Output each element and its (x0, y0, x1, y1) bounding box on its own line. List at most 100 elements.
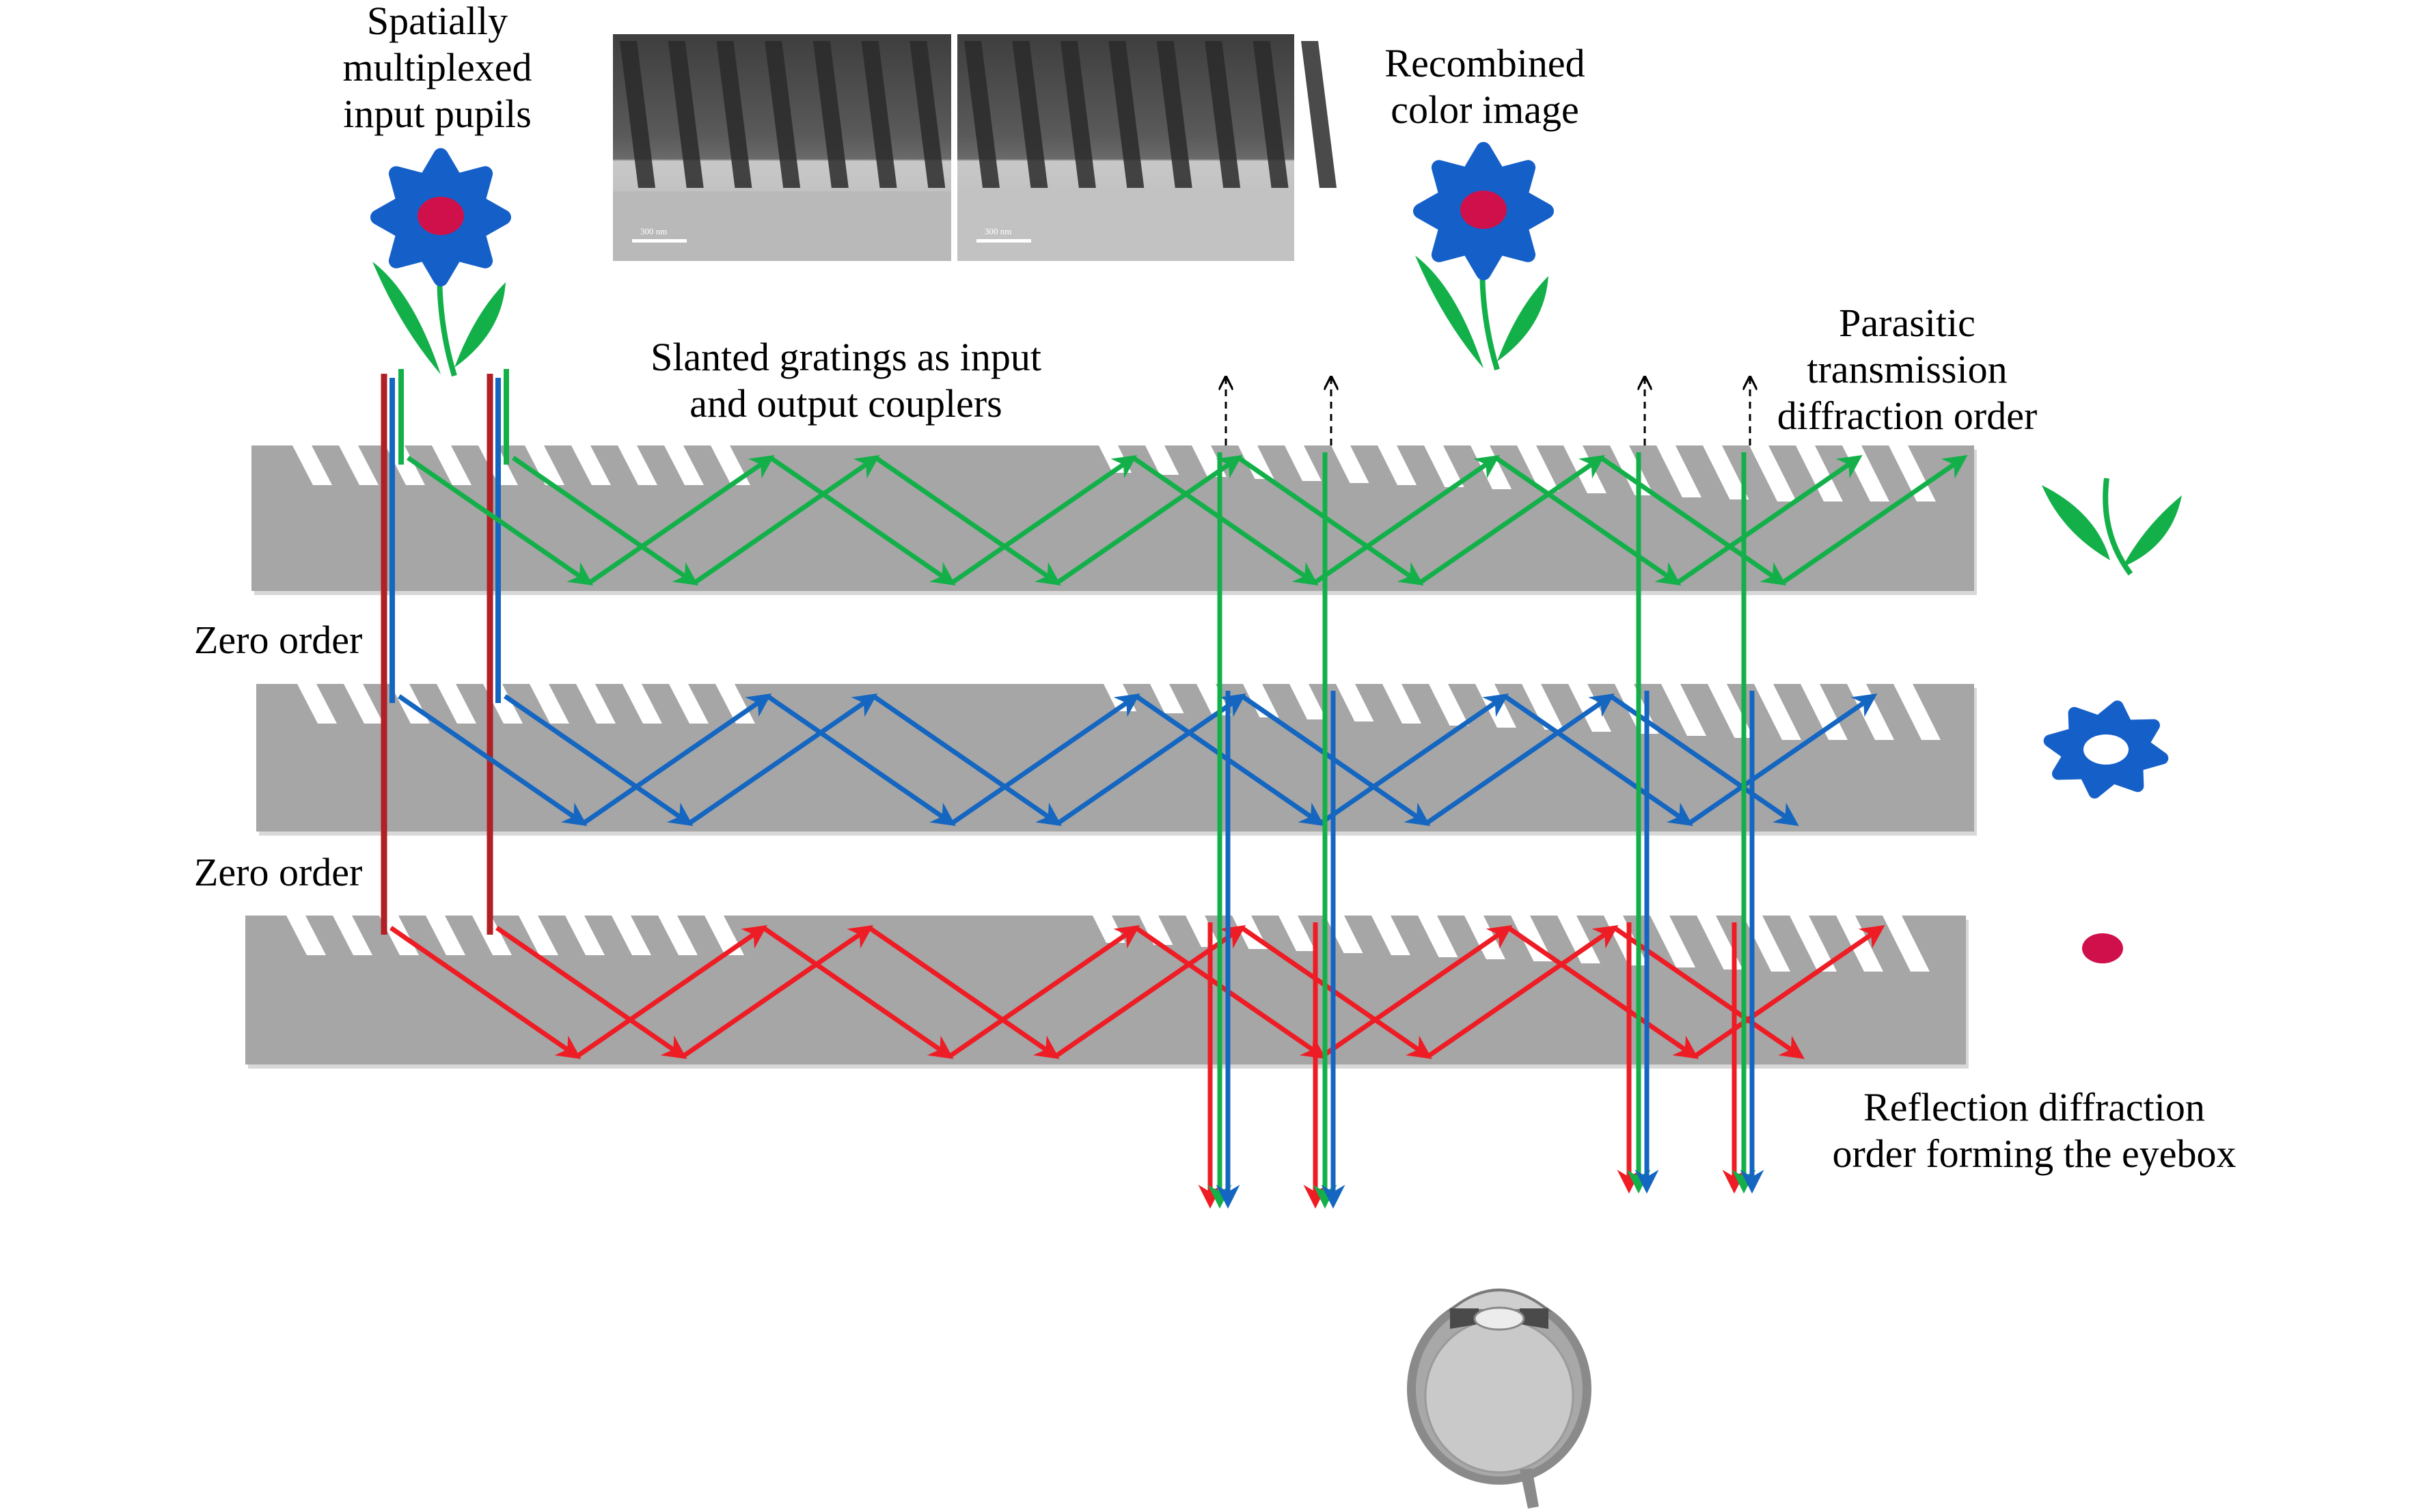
parasitic-label: Parasitic transmission diffraction order (1777, 301, 2038, 438)
grating-tooth (333, 916, 372, 955)
sem-grating-line (1012, 41, 1048, 188)
petals-hole (2083, 734, 2129, 765)
grating-tooth (1743, 916, 1790, 972)
guided-ray (1132, 456, 1319, 586)
grating-tooth (1429, 684, 1469, 726)
sem-scale-bar (976, 239, 1031, 243)
grating-tooth (565, 916, 605, 955)
sem-grating-line (1108, 41, 1145, 188)
parasitic-line-3: diffraction order (1777, 394, 2038, 438)
slanted-line-1: Slanted gratings as input (651, 335, 1041, 379)
parasitic-line-1: Parasitic (1839, 301, 1975, 345)
grating-tooth (1697, 916, 1743, 970)
sem-scale-label: 300 nm (640, 226, 667, 236)
guided-ray (874, 456, 1061, 586)
guided-ray (1319, 693, 1509, 825)
guided-ray (1507, 926, 1699, 1059)
grating-tooth (669, 684, 709, 724)
blue-waveguide (256, 684, 1977, 836)
guided-ray (1237, 456, 1424, 586)
guided-ray (872, 694, 1062, 826)
leaves-icon (2042, 478, 2182, 576)
sem-grating-line (716, 41, 752, 188)
guided-ray (1056, 455, 1243, 585)
grating-tooth (1150, 684, 1184, 713)
grating-tooth (519, 916, 558, 955)
guided-ray (398, 694, 588, 826)
guided-ray (1321, 925, 1513, 1058)
grating-tooth (1243, 684, 1279, 717)
stem (2103, 478, 2133, 576)
sem-image-right: 300 nm (957, 34, 1337, 261)
guided-ray (575, 925, 767, 1058)
sem-scale-bar (632, 239, 687, 243)
sem-grating-line (668, 41, 704, 188)
flower-center (1460, 191, 1507, 229)
guided-ray (868, 926, 1060, 1059)
flower-center (418, 197, 464, 235)
grating-tooth (525, 445, 564, 485)
grating-tooth (385, 445, 425, 485)
grating-tooth (1289, 684, 1326, 719)
guided-ray (687, 693, 878, 825)
guided-ray (766, 694, 956, 826)
reflection-line-1: Reflection diffraction (1863, 1085, 2205, 1129)
grating-tooth (576, 684, 616, 724)
grating-tooth (711, 445, 750, 485)
sem-image-left: 300 nm (613, 34, 994, 261)
grating-tooth (426, 916, 465, 955)
sem-grating-line (812, 41, 849, 188)
grating-tooth (1790, 916, 1837, 972)
grating-tooth (339, 445, 379, 485)
grating-tooth (1285, 445, 1322, 481)
sem-grating-line (861, 41, 897, 188)
leaf-left (2042, 485, 2110, 560)
guided-ray (762, 926, 954, 1059)
input-pupils-line-1: Spatially (367, 0, 508, 43)
guided-ray (1427, 925, 1619, 1058)
grating-tooth (1522, 684, 1564, 730)
input-pupils-line-3: input pupils (343, 92, 532, 136)
grating-tooth (612, 916, 651, 955)
sem-grating-line (909, 41, 946, 188)
leaf-right (2122, 495, 2182, 567)
guided-ray (588, 455, 775, 585)
red-dot-icon (2082, 933, 2123, 963)
guided-ray (950, 455, 1138, 585)
grating-tooth (1378, 445, 1417, 485)
sem-grating-line (1301, 41, 1337, 188)
grating-tooth (1517, 445, 1559, 491)
guided-ray (1425, 693, 1615, 825)
sem-images: 300 nm 300 nm (613, 34, 1337, 261)
grating-tooth (472, 916, 512, 955)
sem-grating-line (1060, 41, 1096, 188)
grating-tooth (1145, 445, 1179, 475)
grating-tooth (571, 445, 611, 485)
grating-tooth (1424, 445, 1464, 487)
guided-ray (1494, 456, 1682, 586)
light-rays (381, 369, 1968, 1209)
sem-substrate (613, 191, 951, 261)
guided-ray (1609, 694, 1799, 826)
eye-icon (1407, 1289, 1591, 1509)
grating-tooth (530, 684, 569, 724)
guided-ray (948, 925, 1140, 1058)
grating-tooth (1893, 684, 1941, 740)
recombined-line-1: Recombined (1384, 41, 1585, 85)
grating-tooth (664, 445, 704, 485)
grating-tooth (1418, 916, 1458, 957)
slanted-gratings-label: Slanted gratings as input and output cou… (651, 335, 1041, 426)
guided-ray (950, 693, 1140, 825)
grating-tooth (1331, 445, 1369, 483)
grating-tooth (1371, 916, 1410, 955)
reflection-label: Reflection diffraction order forming the… (1832, 1085, 2236, 1176)
leaf-right (1497, 276, 1548, 361)
zero-order-label-2: Zero order (194, 850, 362, 894)
guided-ray (1600, 456, 1787, 586)
input-pupils-line-2: multiplexed (342, 45, 532, 90)
guided-ray (407, 456, 594, 586)
grating-tooth (286, 916, 326, 955)
leaf-left (1415, 256, 1483, 368)
guided-ray (1781, 455, 1968, 585)
